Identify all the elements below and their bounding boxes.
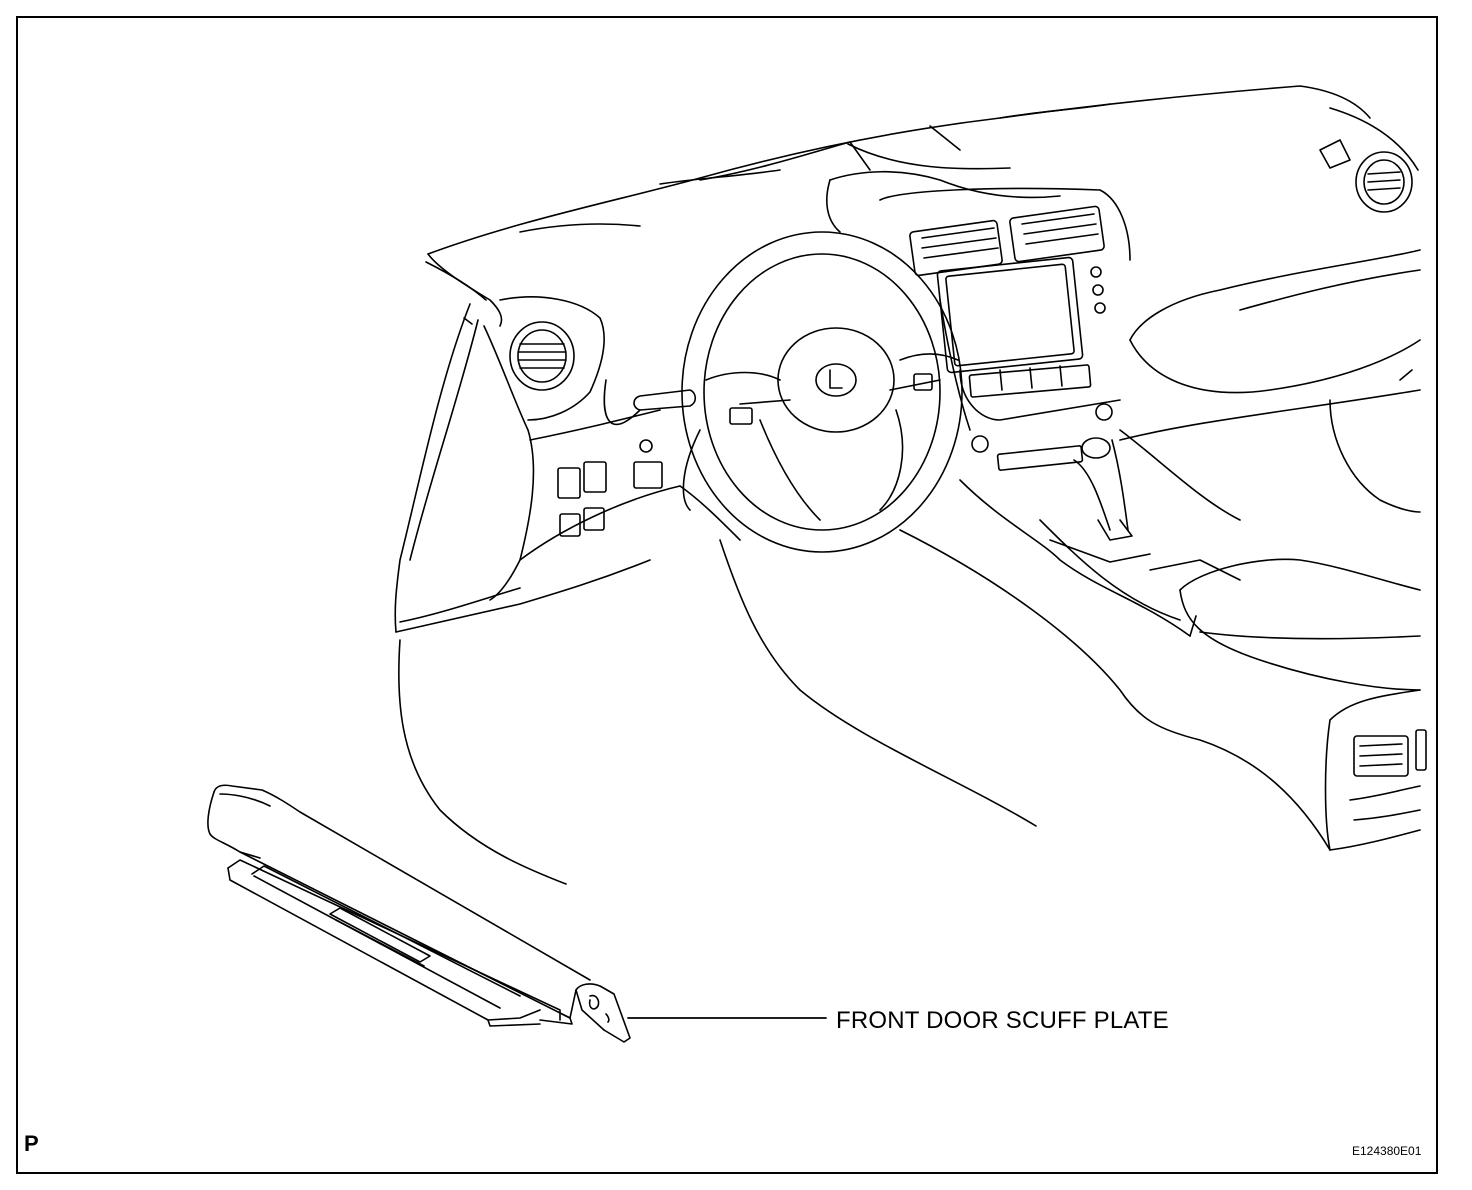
emblem-icon <box>816 364 856 396</box>
left-dash-panel <box>395 297 680 632</box>
front-door-scuff-plate <box>208 785 630 1042</box>
left-switch-panel <box>558 440 662 536</box>
armrest <box>1180 559 1420 690</box>
center-console <box>960 430 1240 636</box>
turn-signal-stalk <box>604 380 695 424</box>
center-stack <box>827 172 1130 471</box>
rear-console <box>1326 690 1427 850</box>
left-air-vent <box>510 322 574 390</box>
callout-label: FRONT DOOR SCUFF PLATE <box>836 1007 1169 1034</box>
view-letter: P <box>24 1131 39 1156</box>
figure-frame <box>16 16 1438 1174</box>
right-air-vent <box>1320 140 1412 212</box>
figure-id: E124380E01 <box>1352 1144 1422 1158</box>
steering-wheel-icon <box>682 232 962 552</box>
floor-carpet <box>399 486 1330 884</box>
dashboard-top <box>426 86 1418 326</box>
right-dash <box>1120 250 1420 512</box>
